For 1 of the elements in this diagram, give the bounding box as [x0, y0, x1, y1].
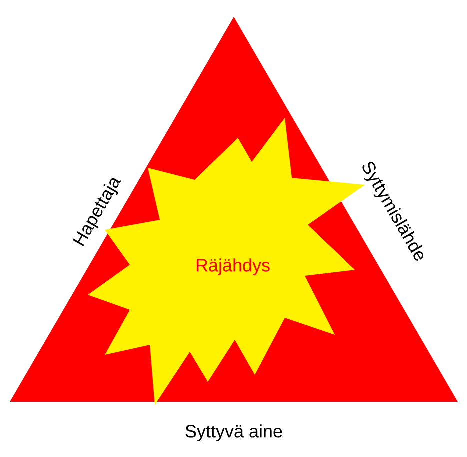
side-label: Syttyvä aine [186, 424, 282, 442]
